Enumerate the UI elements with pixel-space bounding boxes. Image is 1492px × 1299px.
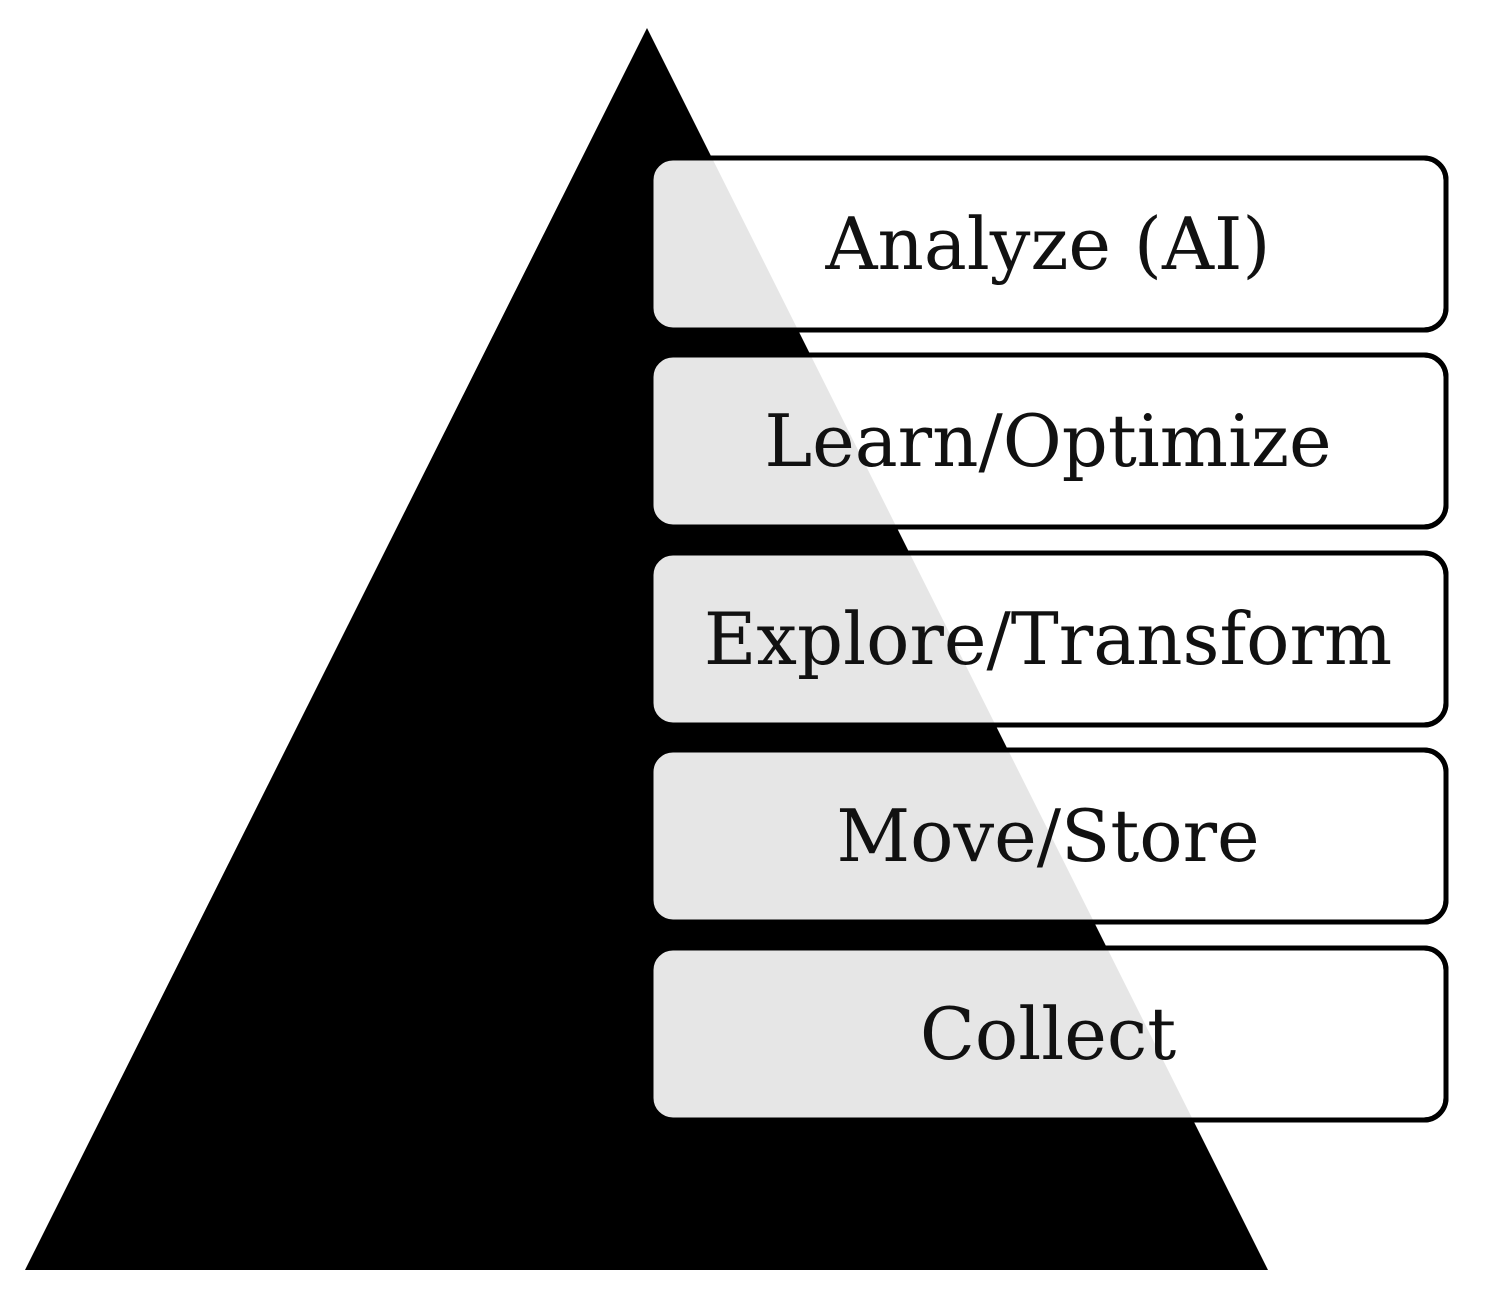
layer-label: Move/Store bbox=[836, 794, 1259, 878]
pyramid-layer-explore: Explore/Transform bbox=[648, 550, 1449, 728]
layer-label: Explore/Transform bbox=[704, 597, 1392, 681]
layer-box-border bbox=[648, 550, 1449, 728]
layer-label: Collect bbox=[920, 992, 1176, 1076]
layer-label: Analyze (AI) bbox=[824, 202, 1270, 286]
layer-box-border bbox=[648, 945, 1449, 1123]
pyramid-layer-analyze: Analyze (AI) bbox=[648, 155, 1449, 333]
layer-label: Learn/Optimize bbox=[764, 399, 1331, 483]
pyramid-layer-learn: Learn/Optimize bbox=[648, 352, 1449, 530]
layer-box-border bbox=[648, 155, 1449, 333]
pyramid-layer-collect: Collect bbox=[648, 945, 1449, 1123]
layer-box-border bbox=[648, 352, 1449, 530]
pyramid-layer-move: Move/Store bbox=[648, 747, 1449, 925]
layer-box-border bbox=[648, 747, 1449, 925]
